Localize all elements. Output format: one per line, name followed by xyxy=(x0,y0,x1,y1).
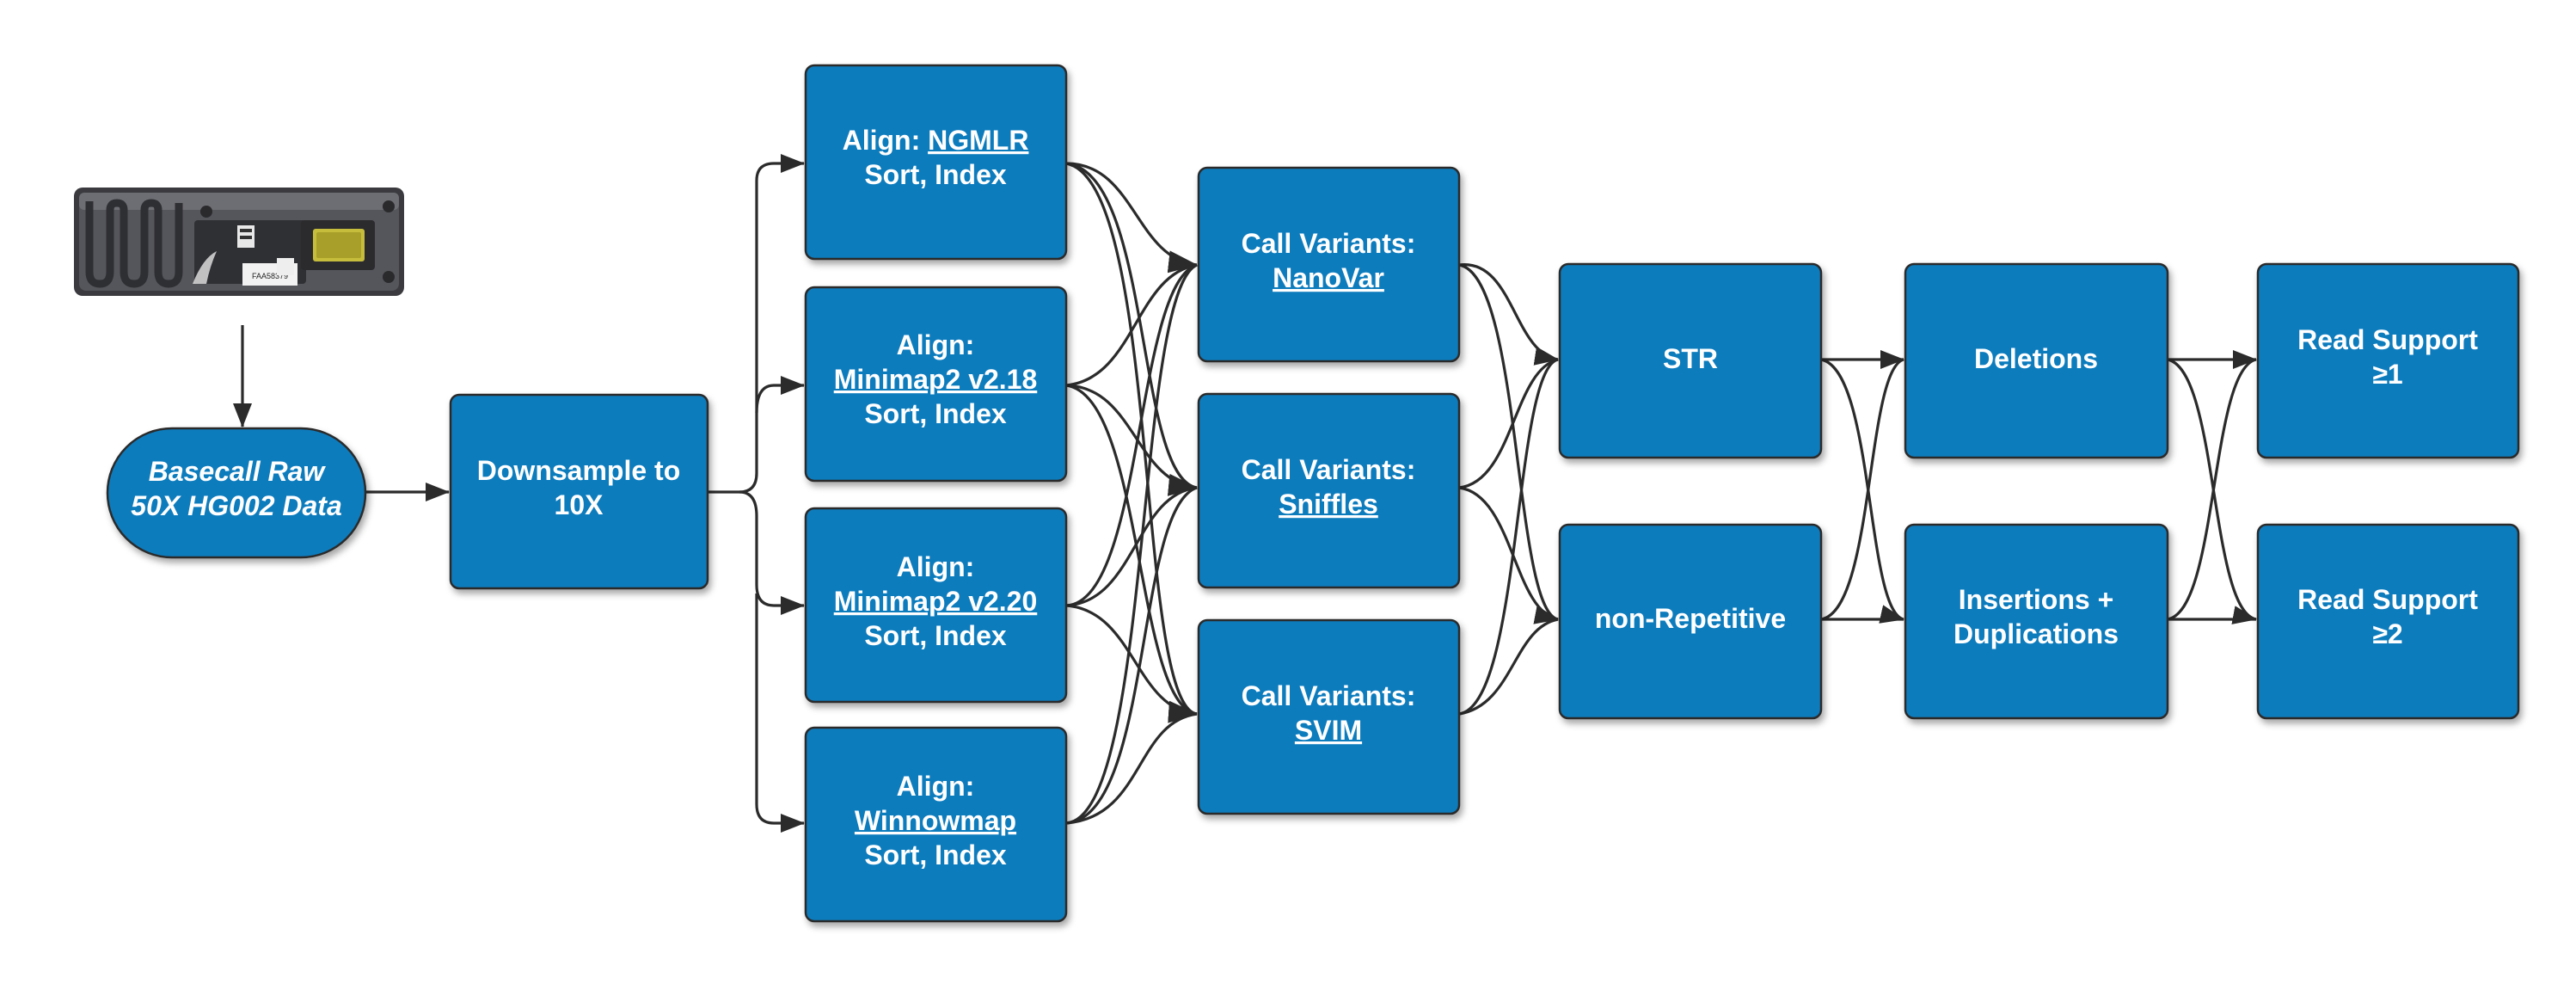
align-ngmlr-prefix: Align: xyxy=(843,125,929,156)
align-mm220-line1: Align: xyxy=(897,551,975,582)
align-winnowmap-line3: Sort, Index xyxy=(864,839,1007,870)
align-ngmlr-line2: Sort, Index xyxy=(864,159,1007,190)
support2-line1: Read Support xyxy=(2297,584,2478,615)
call-sniffles-line1: Call Variants: xyxy=(1242,454,1416,485)
device-serial-text: FAA58379 xyxy=(252,272,288,280)
downsample-line1: Downsample to xyxy=(477,455,680,486)
edge-downsample-mm220 xyxy=(739,490,805,615)
edge-downsample-ngmlr xyxy=(708,154,805,494)
insertions-line2: Duplications xyxy=(1953,618,2119,649)
edge-downsample-mm218 xyxy=(755,376,805,414)
node-read-support-1 xyxy=(2256,262,2520,459)
call-nanovar-line1: Call Variants: xyxy=(1242,228,1416,259)
node-align-ngmlr xyxy=(804,64,1068,261)
flow-cell-device-icon: FAA58379 xyxy=(74,188,404,296)
node-non-repetitive xyxy=(1558,523,1823,720)
node-align-minimap2-218 xyxy=(804,286,1068,483)
edges-align-to-call xyxy=(1065,162,1198,825)
call-nanovar-tool: NanoVar xyxy=(1273,262,1384,293)
edges-type-to-support xyxy=(2167,350,2257,624)
node-basecall xyxy=(106,427,367,559)
align-mm220-line3: Sort, Index xyxy=(864,620,1007,651)
call-sniffles-tool: Sniffles xyxy=(1279,489,1378,520)
node-align-winnowmap xyxy=(804,726,1068,923)
edges-call-to-region xyxy=(1458,263,1559,716)
basecall-label-2: 50X HG002 Data xyxy=(131,490,341,521)
align-ngmlr-tool: NGMLR xyxy=(928,125,1028,156)
node-deletions xyxy=(1904,262,2169,459)
align-ngmlr-line1: Align: NGMLR xyxy=(843,125,1029,156)
call-svim-line1: Call Variants: xyxy=(1242,680,1416,711)
node-insertions-duplications xyxy=(1904,523,2169,720)
deletions-label: Deletions xyxy=(1974,343,2098,374)
align-winnowmap-tool: Winnowmap xyxy=(855,805,1016,836)
node-read-support-2 xyxy=(2256,523,2520,720)
node-call-nanovar xyxy=(1197,166,1461,363)
support2-line2: ≥2 xyxy=(2372,618,2402,649)
edge-downsample-winnowmap xyxy=(755,593,805,833)
support1-line2: ≥1 xyxy=(2372,359,2402,390)
support1-line1: Read Support xyxy=(2297,324,2478,355)
align-winnowmap-line1: Align: xyxy=(897,771,975,802)
str-label: STR xyxy=(1663,343,1718,374)
node-str xyxy=(1558,262,1823,459)
insertions-line1: Insertions + xyxy=(1959,584,2114,615)
basecall-line1: Basecall Raw xyxy=(149,456,327,487)
node-align-minimap2-220 xyxy=(804,507,1068,704)
call-svim-tool: SVIM xyxy=(1295,715,1362,746)
basecall-line2: 50X HG002 Data xyxy=(131,490,341,521)
basecall-label: Basecall Raw xyxy=(149,456,327,487)
downsample-line2: 10X xyxy=(555,489,604,520)
align-mm218-tool: Minimap2 v2.18 xyxy=(834,364,1038,395)
node-downsample xyxy=(449,393,709,590)
connectors xyxy=(233,154,2257,833)
node-call-svim xyxy=(1197,618,1461,815)
nonrep-label: non-Repetitive xyxy=(1595,603,1786,634)
align-mm220-tool: Minimap2 v2.20 xyxy=(834,586,1038,617)
align-mm218-line3: Sort, Index xyxy=(864,398,1007,429)
align-mm218-line1: Align: xyxy=(897,329,975,360)
node-call-sniffles xyxy=(1197,392,1461,589)
edges-region-to-type xyxy=(1820,350,1904,624)
